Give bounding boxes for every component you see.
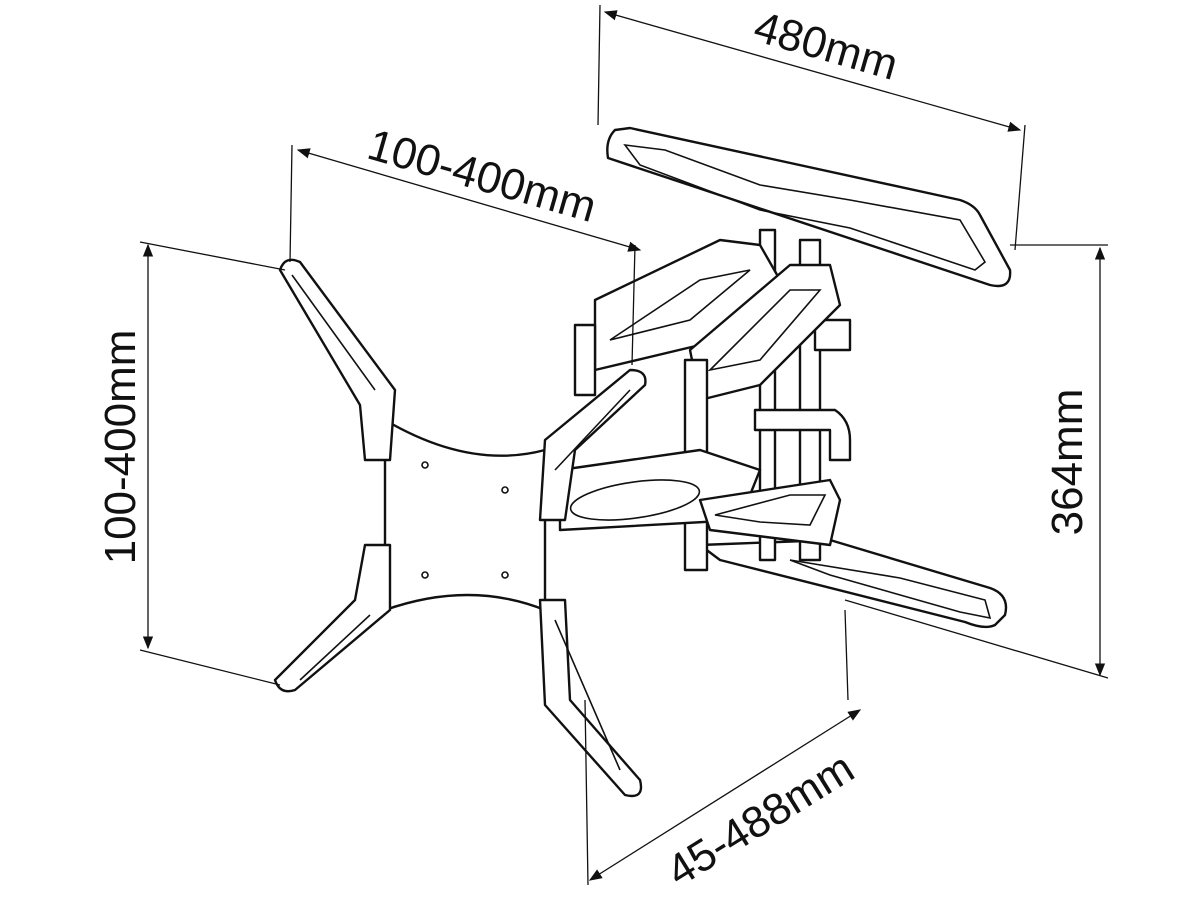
dim-wall-plate-width: 480mm xyxy=(749,2,904,90)
wall-plate-bottom xyxy=(698,538,1008,629)
lower-arms xyxy=(558,448,842,547)
dimension-lines xyxy=(139,4,1109,886)
dim-wall-plate-height: 364mm xyxy=(1043,389,1092,536)
dim-vesa-vertical: 100-400mm xyxy=(96,330,145,565)
dim-vesa-horizontal: 100-400mm xyxy=(362,120,601,232)
wall-plate-top xyxy=(606,126,1012,288)
dim-extension: 45-488mm xyxy=(658,743,862,896)
